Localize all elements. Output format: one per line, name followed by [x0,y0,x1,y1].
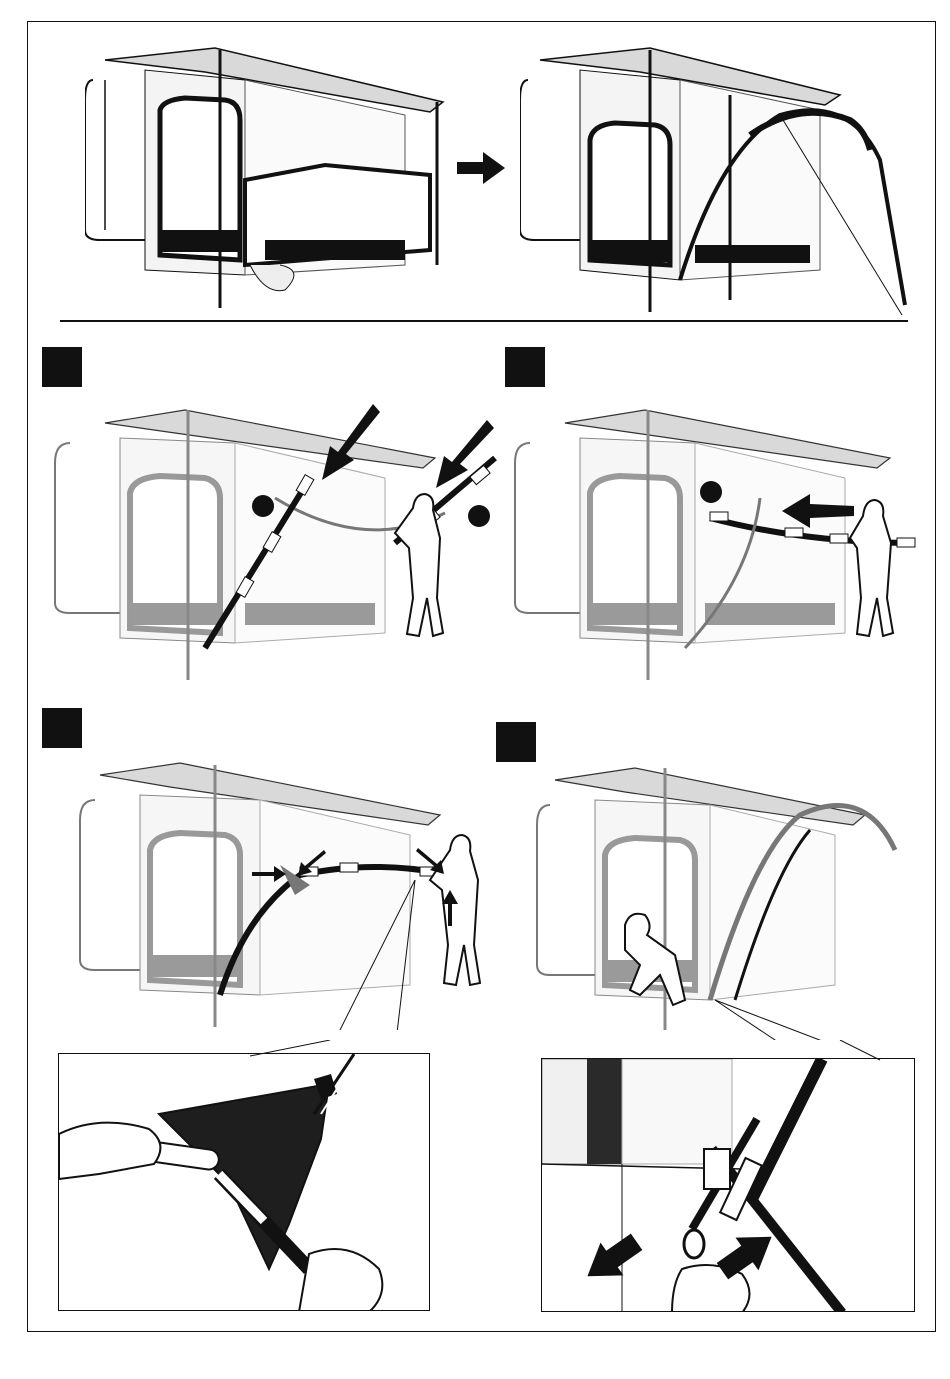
right-arrow-small-icon [252,866,286,882]
right-arrow-icon [455,150,507,186]
up-arrow-small-icon [440,890,460,926]
down-left-arrow-small-icon [298,848,326,876]
step-3-badge [42,708,82,748]
step-1-badge [42,347,82,387]
arrow-down-left-icon [318,402,380,482]
callout-a-marker [700,481,722,503]
left-arrow-icon [780,494,856,528]
step-4-detail-closeup [541,1058,915,1312]
step-3-illustration [70,755,500,1030]
section-divider [60,320,908,322]
step-2-illustration [505,398,925,688]
step-3-detail-closeup [58,1053,430,1311]
leader-lines [700,1040,920,1065]
overview-before-illustration [85,40,445,310]
callout-a-marker [252,495,274,517]
corner-pocket-closeup-illustration [59,1054,430,1311]
step-2-badge [505,347,545,387]
step-4-badge [496,722,536,762]
down-right-arrow-small-icon [416,846,444,874]
arrow-down-left-icon [432,418,494,490]
strap-buckle-closeup-illustration [542,1059,915,1312]
overview-after-illustration [520,40,910,315]
callout-b-marker [468,505,490,527]
step-4-illustration [535,760,915,1040]
leader-lines [250,1040,450,1060]
